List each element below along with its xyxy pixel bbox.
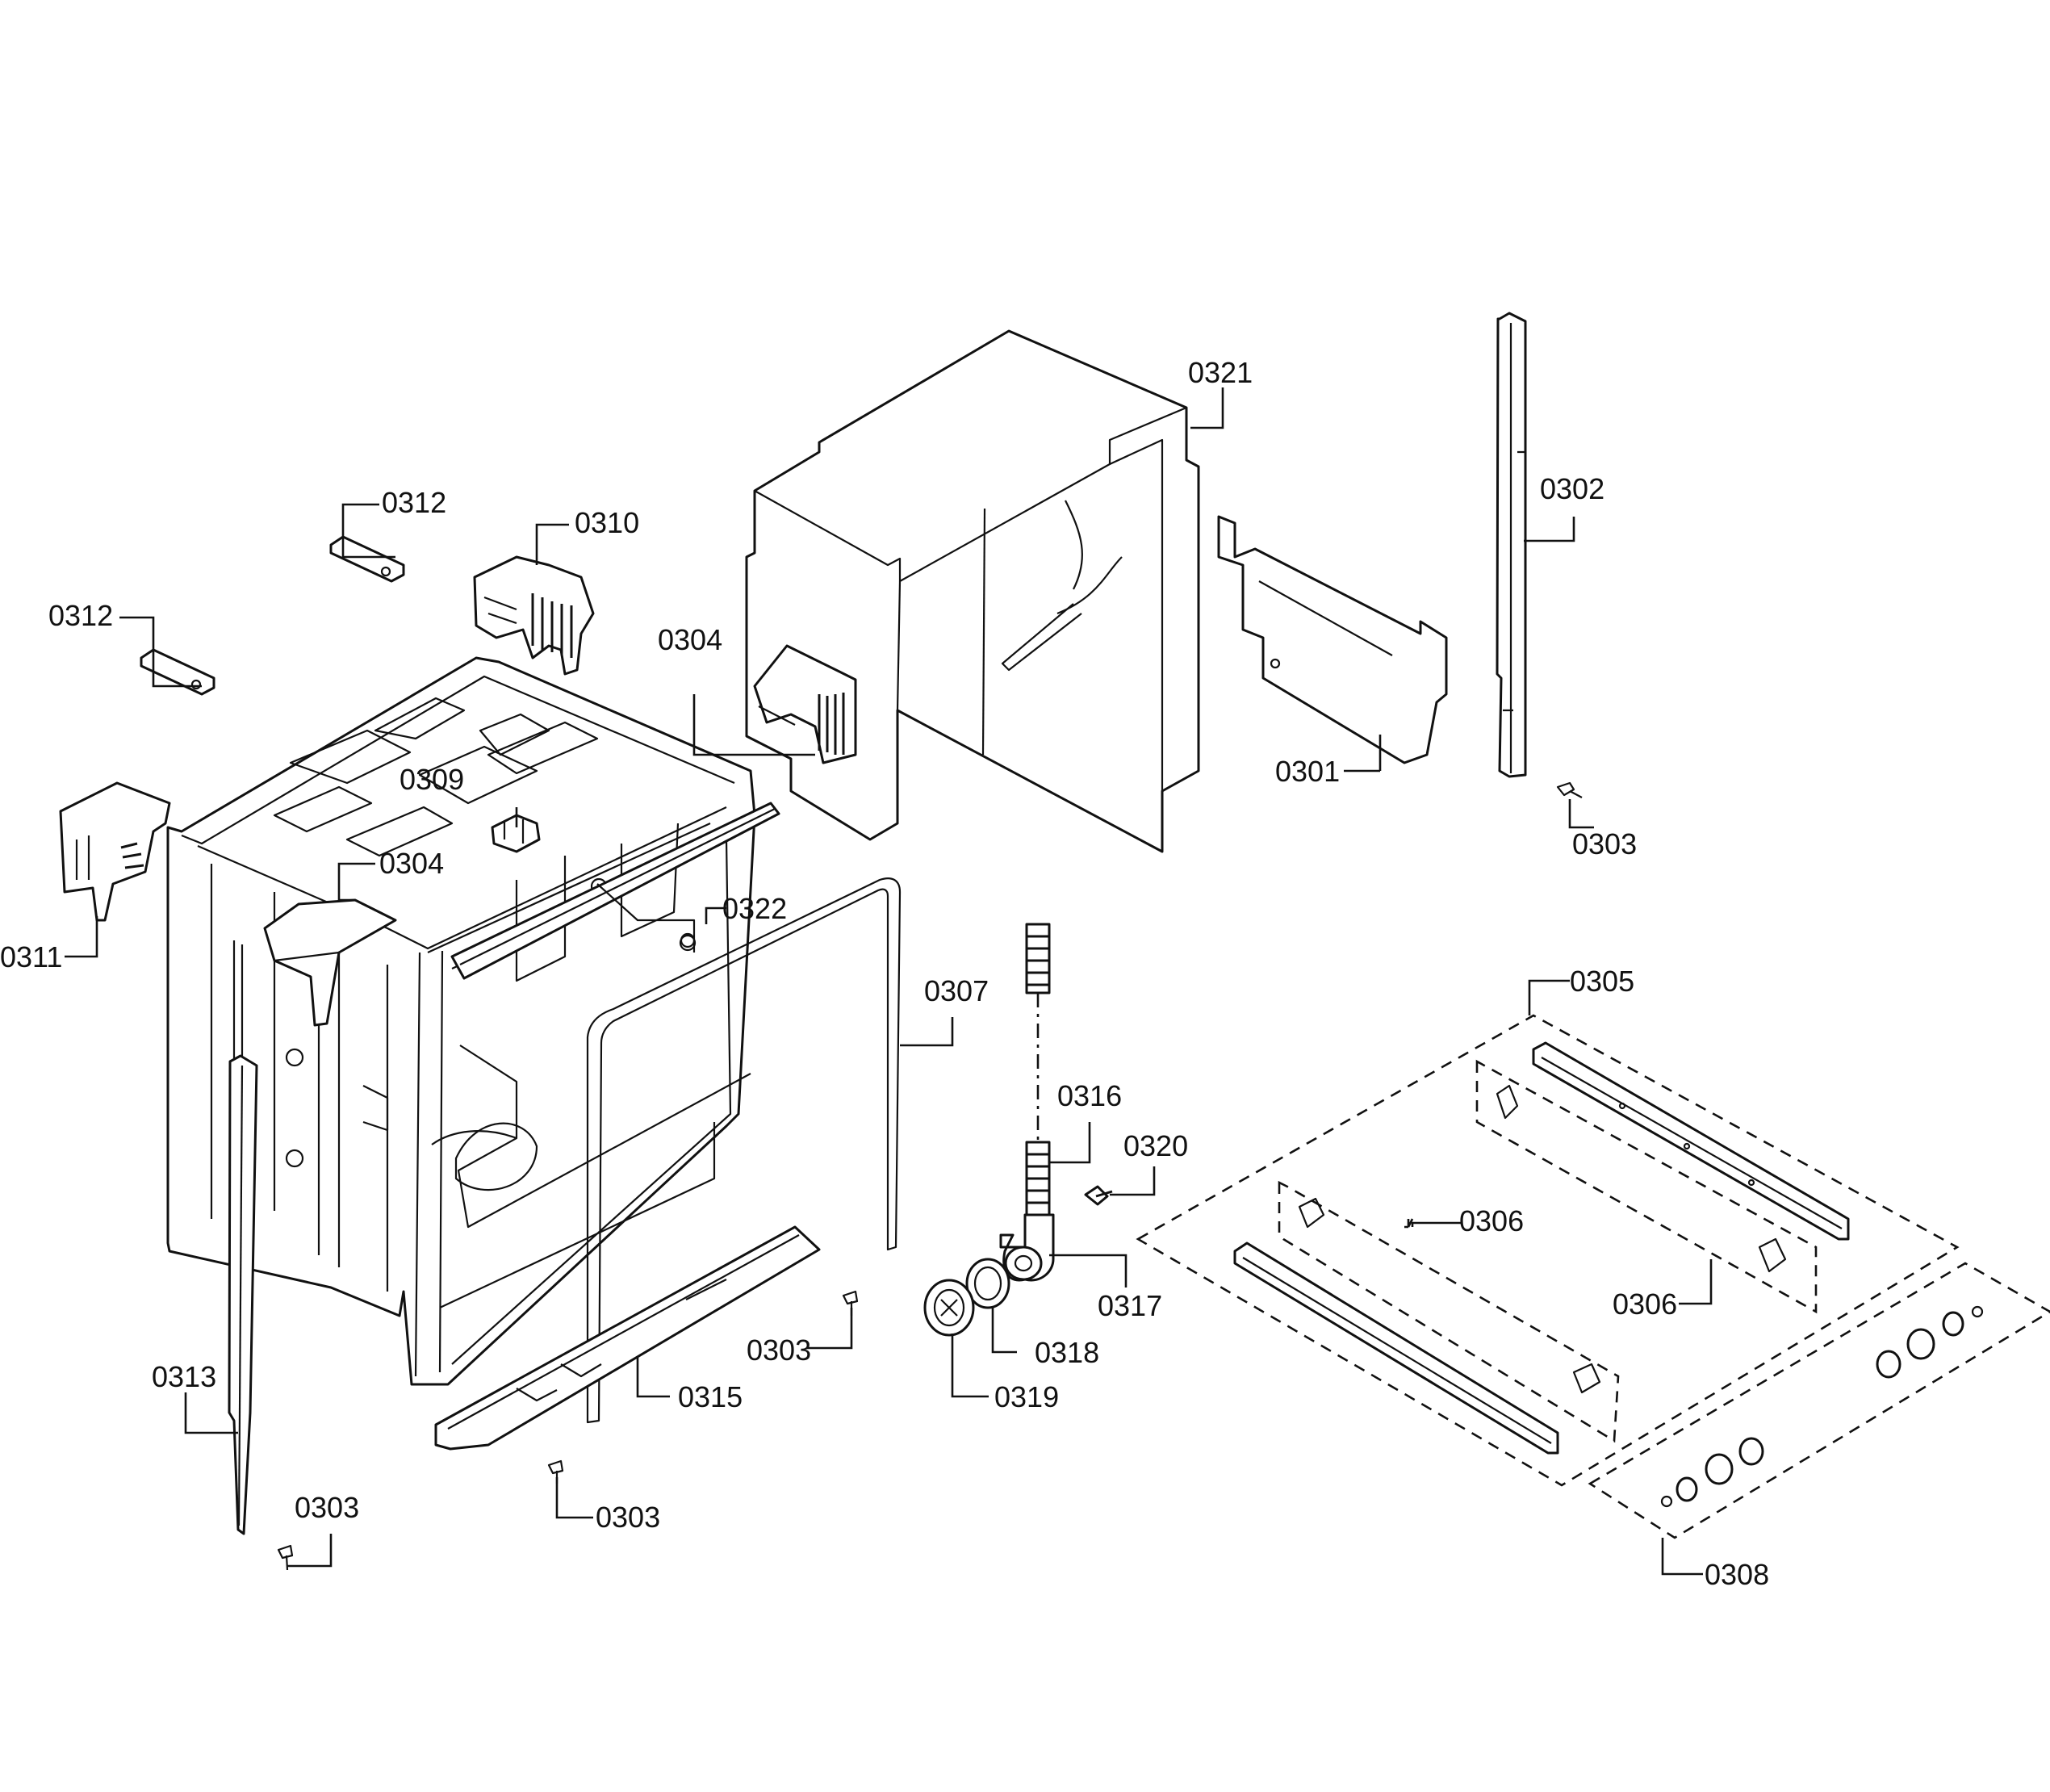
part-0301-panel [1217, 515, 1448, 764]
part-0311-bracket [59, 781, 171, 922]
part-0305-base-kit [1136, 1014, 1960, 1487]
callout-0303-mid: 0303 [747, 1334, 811, 1367]
callout-labels: 0321 0302 0301 0303 0304 0304 0309 0310 … [0, 356, 1769, 1591]
part-0302-side-strip [1496, 312, 1527, 778]
callout-0307: 0307 [924, 974, 989, 1007]
callout-0306-left: 0306 [1459, 1204, 1524, 1237]
part-0320-fitting [1084, 1185, 1113, 1206]
callout-0304-lower: 0304 [379, 847, 444, 880]
callout-0316: 0316 [1057, 1079, 1122, 1112]
part-0306-clips-b [1475, 1059, 1818, 1314]
part-0304-bracket-upper [753, 644, 857, 764]
callout-0312-upper: 0312 [382, 486, 446, 519]
part-0303-screw-d [277, 1544, 294, 1571]
callout-0311: 0311 [0, 940, 62, 973]
part-0303-screw-a [1556, 781, 1583, 798]
callout-0313: 0313 [152, 1360, 216, 1393]
callout-0319: 0319 [994, 1380, 1059, 1413]
callout-0308: 0308 [1705, 1558, 1769, 1591]
part-0315-toe-plate [434, 1225, 821, 1451]
part-tub-frame [166, 656, 756, 1386]
callout-0315: 0315 [678, 1380, 743, 1413]
part-0313-strip [228, 1054, 258, 1535]
callout-0320: 0320 [1123, 1129, 1188, 1162]
callout-0304-upper: 0304 [658, 623, 722, 656]
part-0322-rail [450, 802, 780, 980]
callout-0321: 0321 [1188, 356, 1253, 389]
callout-0309: 0309 [400, 763, 464, 796]
callout-0302: 0302 [1540, 472, 1604, 505]
part-0312-clip-upper [329, 535, 405, 583]
callout-0305: 0305 [1570, 965, 1634, 998]
callout-0310: 0310 [575, 506, 639, 539]
callout-0303-bottom-left: 0303 [295, 1491, 359, 1524]
part-0319-cap [923, 1279, 975, 1337]
callout-0322: 0322 [722, 892, 787, 925]
part-0303-screw-b [842, 1290, 859, 1316]
callout-0303-right: 0303 [1572, 827, 1637, 860]
callout-0306-right: 0306 [1613, 1287, 1677, 1321]
callout-0317: 0317 [1098, 1289, 1162, 1322]
leader-lines [65, 387, 1713, 1576]
part-0310-bracket [473, 555, 595, 676]
part-0303-screw-c [547, 1459, 564, 1484]
part-0308-feet-kit [1588, 1262, 2050, 1539]
part-0318-ring [965, 1258, 1010, 1309]
part-0312-clip-lower [140, 648, 215, 696]
callout-0303-bottom-mid: 0303 [596, 1501, 660, 1534]
callout-0312-lower: 0312 [48, 599, 113, 632]
callout-0301: 0301 [1275, 755, 1340, 788]
part-0321-cabinet-shell [745, 329, 1200, 853]
part-0304-bracket-lower [263, 898, 397, 1027]
part-0306-clips-a [1278, 1180, 1620, 1443]
part-0316-hose [1025, 923, 1051, 1216]
part-0317-drain-connector [999, 1213, 1055, 1282]
callout-0318: 0318 [1035, 1336, 1099, 1369]
part-0307-door-seal [586, 877, 902, 1424]
